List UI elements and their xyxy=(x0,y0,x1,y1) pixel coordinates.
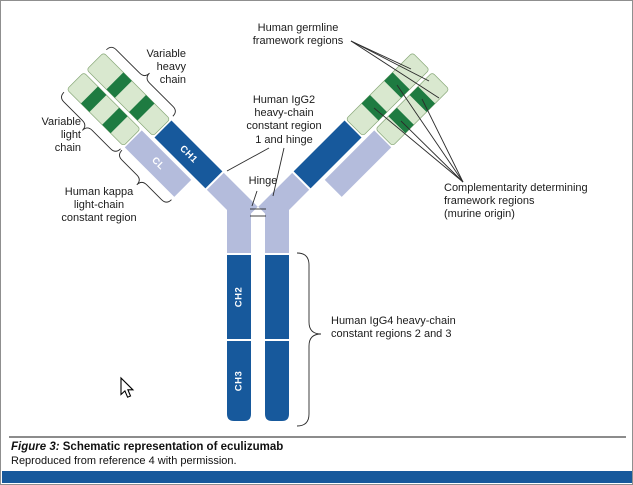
figure-caption: Figure 3: Schematic representation of ec… xyxy=(11,441,621,467)
hinge-bonds xyxy=(250,208,266,217)
igg4-brace xyxy=(296,252,322,427)
igg2-leader-line xyxy=(226,147,270,172)
ch2-segment-label: CH2 xyxy=(234,287,245,308)
cdr-stripe xyxy=(102,107,128,134)
label-igg2-constant-region: Human IgG2 heavy-chain constant region 1… xyxy=(246,94,322,146)
caption-figure-number: Figure 3: xyxy=(11,441,60,453)
cdr-stripe xyxy=(106,72,132,98)
hinge-leader-line xyxy=(251,190,258,207)
kappa-constant-brace xyxy=(119,149,172,203)
left-heavy-variable-region xyxy=(87,53,170,136)
right-stem-ch2-segment xyxy=(265,255,289,339)
right-heavy-variable-region xyxy=(346,53,429,136)
left-heavy-ch1-segment xyxy=(154,120,223,189)
left-heavy-hinge-segment xyxy=(206,172,258,224)
right-heavy-ch1-segment xyxy=(293,120,362,189)
caption-credit: Reproduced from reference 4 with permiss… xyxy=(11,455,237,467)
cdr-stripe xyxy=(129,95,155,121)
cdr-leader-line xyxy=(400,120,464,183)
label-variable-heavy-chain: Variable heavy chain xyxy=(146,48,186,87)
caption-title: Schematic representation of eculizumab xyxy=(59,441,284,453)
left-light-cl-segment xyxy=(124,130,192,197)
right-stem-ch3-segment xyxy=(265,341,289,421)
lower-stems: CH2 CH3 xyxy=(227,201,289,421)
cdr-leader-line xyxy=(396,84,464,183)
cdr-leader-line xyxy=(373,107,464,183)
left-stem-ch3-segment xyxy=(227,341,251,421)
leader-lines xyxy=(226,40,464,207)
label-igg4-constant-regions: Human IgG4 heavy-chain constant regions … xyxy=(331,315,456,341)
label-cdr-murine: Complementarity determining framework re… xyxy=(444,182,588,221)
left-light-variable-region xyxy=(67,73,140,146)
igg2-leader-line xyxy=(272,147,285,197)
left-arm: CH1 CL xyxy=(61,46,258,224)
cdr-stripe xyxy=(80,86,107,113)
label-hinge: Hinge xyxy=(248,175,278,187)
ch3-segment-label: CH3 xyxy=(234,371,245,392)
label-variable-light-chain: Variable light chain xyxy=(41,116,81,155)
bottom-band xyxy=(2,471,632,483)
label-germline-framework: Human germline framework regions xyxy=(252,22,344,48)
right-arm xyxy=(258,53,449,224)
germline-leader-line xyxy=(350,40,430,82)
germline-leader-line xyxy=(350,40,440,99)
right-heavy-hinge-segment xyxy=(258,172,310,224)
left-stem-ch2-segment xyxy=(227,255,251,339)
caption-title-line: Figure 3: Schematic representation of ec… xyxy=(11,441,621,453)
mouse-cursor-icon xyxy=(120,376,135,398)
cdr-leader-line xyxy=(421,98,464,183)
right-light-cl-segment xyxy=(324,130,392,197)
right-light-variable-region xyxy=(376,73,449,146)
label-kappa-constant-region: Human kappa light-chain constant region xyxy=(61,186,137,225)
